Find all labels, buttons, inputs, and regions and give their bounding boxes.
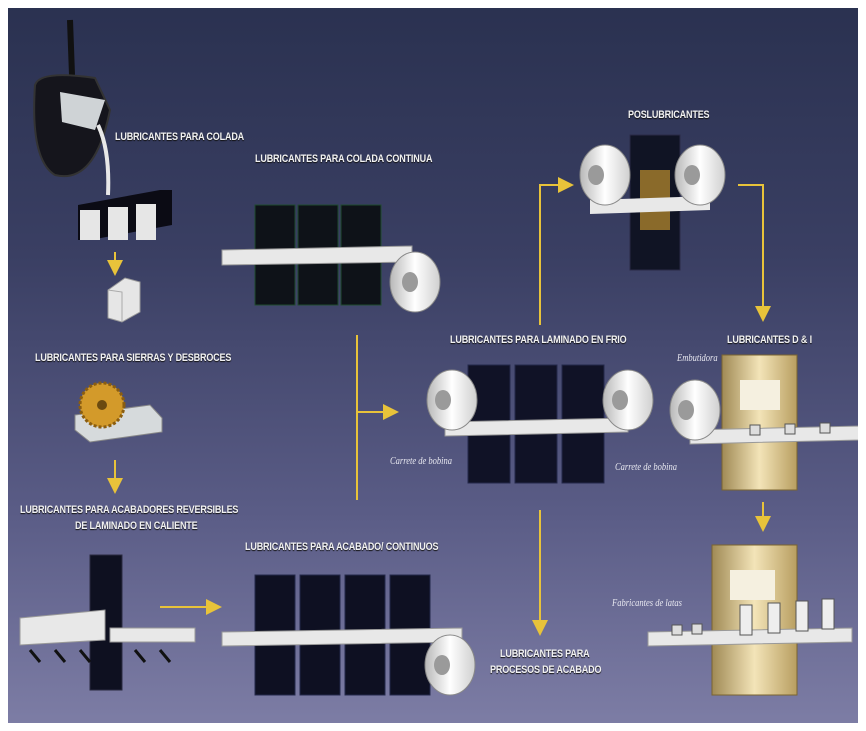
drawing-press-icon <box>670 355 860 490</box>
label-procesos-line1: LUBRICANTES PARA <box>500 647 589 661</box>
post-lubrication-unit-icon <box>580 135 725 270</box>
finishing-mill-icon <box>222 575 475 695</box>
continuous-casting-mill-icon <box>222 205 440 312</box>
reversing-mill-icon <box>20 555 195 690</box>
caption-carrete-left: Carrete de bobina <box>390 456 452 467</box>
label-poslubricantes: POSLUBRICANTES <box>628 108 709 122</box>
caption-embutidora: Embutidora <box>677 353 718 364</box>
label-laminado-frio: LUBRICANTES PARA LAMINADO EN FRIO <box>450 333 626 347</box>
label-procesos-line2: PROCESOS DE ACABADO <box>490 663 601 677</box>
label-d-i: LUBRICANTES D & I <box>727 333 812 347</box>
ingot-molds-icon <box>78 190 172 240</box>
ingot-block-icon <box>108 278 140 322</box>
label-acabadores-line2: DE LAMINADO EN CALIENTE <box>75 519 198 533</box>
label-colada-continua: LUBRICANTES PARA COLADA CONTINUA <box>255 152 432 166</box>
label-acabadores-line1: LUBRICANTES PARA ACABADORES REVERSIBLES <box>20 503 238 517</box>
label-acabado-continuos: LUBRICANTES PARA ACABADO/ CONTINUOS <box>245 540 438 554</box>
caption-carrete-right: Carrete de bobina <box>615 462 677 473</box>
ladle-icon <box>34 20 110 195</box>
caption-fabricantes: Fabricantes de latas <box>612 598 682 609</box>
can-maker-icon <box>648 545 852 695</box>
label-colada: LUBRICANTES PARA COLADA <box>115 130 244 144</box>
saw-icon <box>75 383 162 442</box>
label-sierras: LUBRICANTES PARA SIERRAS Y DESBROCES <box>35 351 231 365</box>
